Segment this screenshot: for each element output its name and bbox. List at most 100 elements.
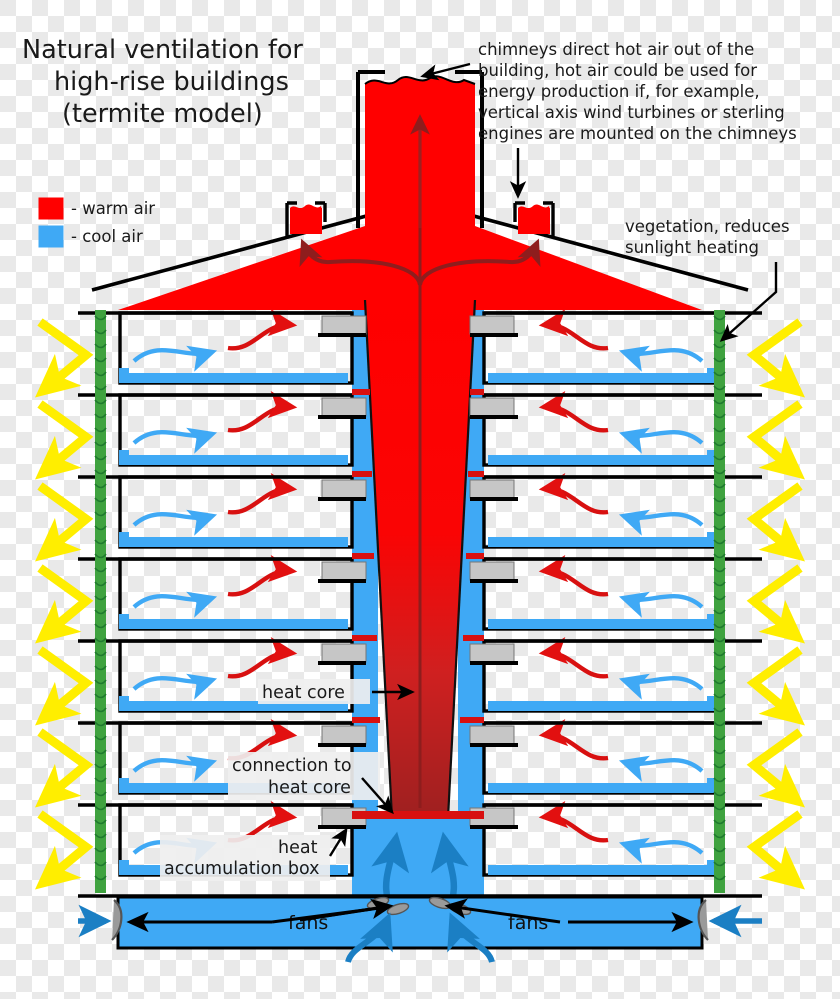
inlet-damper-right (697, 899, 709, 941)
accumulation-line-2: accumulation box (164, 859, 320, 879)
heat-accumulation-box (321, 643, 367, 663)
side-chimney-right-wall-b (543, 201, 555, 236)
sun-ray-icon (746, 646, 805, 726)
warm-air-arrow (227, 637, 298, 679)
side-chimney-right-top (518, 204, 550, 234)
cool-air-arrow (132, 591, 218, 618)
chimneys-line-2: building, hot air could be used for (478, 61, 757, 80)
legend: - warm air - cool air (38, 197, 155, 248)
title-line-3: (termite model) (62, 99, 263, 129)
vegetation-leader (719, 262, 778, 342)
heat-accumulation-box (469, 643, 515, 663)
cool-inlet-duct-left (119, 614, 348, 629)
connection-label-bg (228, 752, 380, 800)
annotation-heat-core: heat core (258, 679, 415, 704)
connection-line-2: heat core (268, 778, 351, 798)
annotation-chimneys: chimneys direct hot air out of the build… (420, 40, 797, 199)
cool-air-arrow (618, 591, 704, 618)
warm-air-arrow (538, 309, 609, 351)
cool-inlet-duct-right (488, 368, 717, 383)
cool-air-arrow (132, 673, 218, 700)
fans-leader-left-c (299, 898, 394, 922)
legend-swatch-cool-air (38, 225, 64, 248)
side-chimney-right-wall-a (513, 201, 525, 222)
sun-ray-icon (746, 810, 805, 890)
building-body: fans fans (78, 299, 762, 964)
core-base-plenum (352, 815, 484, 900)
title-line-2: high-rise buildings (54, 67, 289, 97)
heat-accumulation-box (469, 397, 515, 417)
floor-row (78, 309, 762, 385)
heat-accumulation-box (469, 725, 515, 745)
vegetation-line-2: sunlight heating (625, 238, 759, 257)
cool-inlet-duct-right (488, 778, 717, 793)
side-chimney-left-wall-b (315, 201, 327, 222)
sun-ray-icon (746, 400, 805, 480)
vegetation-left (94, 310, 107, 893)
sun-ray-icon (35, 482, 94, 562)
vegetation-column-right (714, 310, 725, 893)
heat-core-label-bg (258, 679, 370, 704)
chimney-wavy-top (365, 76, 475, 84)
cool-air-arrow (618, 673, 704, 700)
heat-accumulation-box (321, 397, 367, 417)
cool-air-arrow (132, 345, 218, 372)
floor-row (78, 389, 762, 467)
cool-air-arrow (132, 509, 218, 536)
warm-air-arrow (227, 473, 298, 515)
heat-accumulation-box (321, 479, 367, 499)
basement-plenum: fans fans (78, 895, 762, 964)
cool-air-arrow (618, 427, 704, 454)
cool-inlet-duct-right (488, 860, 717, 875)
cool-inlet-duct-left (119, 532, 348, 547)
cool-air-arrow (618, 755, 704, 782)
accumulation-leader (328, 827, 348, 857)
vegetation-line-1: vegetation, reduces (625, 217, 790, 236)
chimneys-line-1: chimneys direct hot air out of the (478, 40, 754, 59)
side-chimney-left-wall-a (285, 201, 297, 236)
vegetation-right (713, 310, 726, 893)
heat-core-edge-right (446, 299, 477, 819)
chimneys-line-5: engines are mounted on the chimneys (478, 124, 797, 143)
chimneys-leader-top (420, 62, 471, 81)
cool-air-arrow (132, 755, 218, 782)
sun-ray-icon (746, 318, 805, 398)
heat-accumulation-box (321, 561, 367, 581)
basement-swirl-arrow-right (447, 912, 495, 964)
warm-air-arrow (538, 391, 609, 433)
chimney-wall-left (356, 70, 385, 228)
inlet-damper-left (111, 899, 123, 941)
sun-rays-right (746, 318, 805, 890)
title-line-1: Natural ventilation for (22, 35, 303, 65)
sun-rays-left (35, 318, 94, 890)
warm-air-arrow (227, 555, 298, 597)
legend-label-cool-air: - cool air (71, 227, 143, 246)
cool-inlet-duct-left (119, 696, 348, 711)
sun-ray-icon (35, 564, 94, 644)
warm-air-arrow (538, 719, 609, 761)
roof-canopy (91, 70, 749, 310)
chimneys-line-3: energy production if, for example, (478, 82, 760, 101)
vegetation-texture-right (713, 315, 726, 881)
sun-ray-icon (35, 810, 94, 890)
annotation-accumulation: heat accumulation box (160, 827, 348, 881)
roof-warm-air-mass (118, 226, 702, 310)
page-title: Natural ventilation for high-rise buildi… (22, 35, 303, 129)
annotation-vegetation: vegetation, reduces sunlight heating (625, 217, 790, 342)
heat-accumulation-box (321, 315, 367, 335)
vegetation-texture-left (94, 315, 107, 881)
fans-leader-right (444, 898, 561, 924)
floor-row (78, 635, 762, 713)
side-chimney-left-top (290, 204, 322, 234)
cool-air-arrow (618, 509, 704, 536)
heat-accumulation-box (469, 479, 515, 499)
vegetation-column-left (95, 310, 106, 893)
legend-swatch-warm-air (38, 197, 64, 220)
heat-accumulation-box (469, 561, 515, 581)
warm-air-arrow (538, 555, 609, 597)
heat-core-label: heat core (262, 683, 345, 703)
roof-edge-right (469, 213, 749, 292)
heat-accumulation-box (469, 315, 515, 335)
accumulation-line-1: heat (278, 838, 318, 858)
